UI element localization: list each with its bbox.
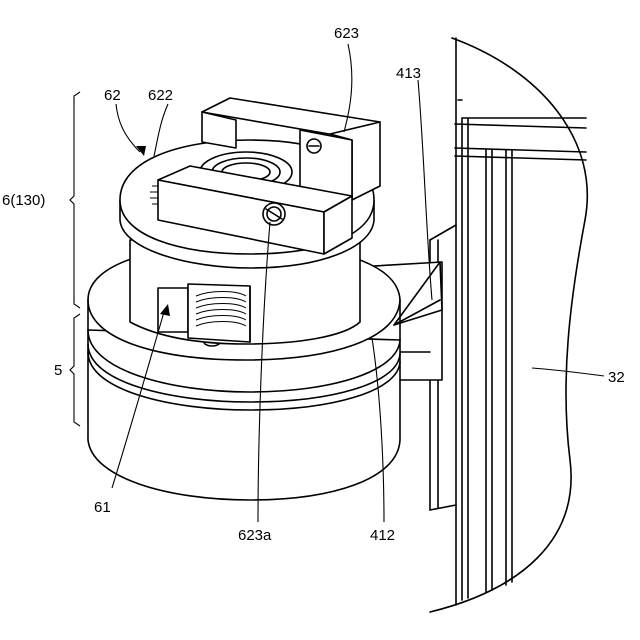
label-62: 62 — [104, 87, 121, 104]
label-622: 622 — [148, 87, 173, 104]
label-61: 61 — [94, 499, 111, 516]
label-413: 413 — [396, 65, 421, 82]
wall-frame-32 — [430, 38, 587, 612]
label-6-130: 6(130) — [2, 192, 45, 209]
label-32: 32 — [608, 369, 625, 386]
label-5: 5 — [54, 362, 62, 379]
label-623a: 623a — [238, 527, 272, 544]
label-623: 623 — [334, 25, 359, 42]
label-412: 412 — [370, 527, 395, 544]
